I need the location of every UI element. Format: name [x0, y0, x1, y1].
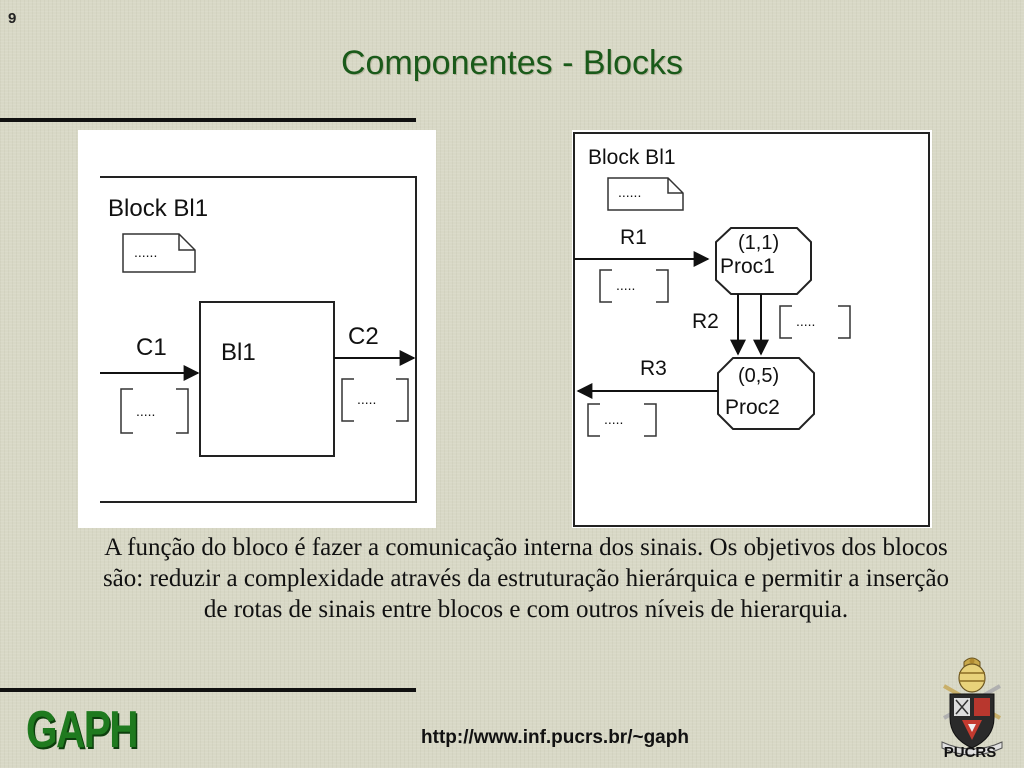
- route-r3-label: R3: [640, 357, 667, 380]
- inner-block-label: Bl1: [221, 339, 256, 366]
- channel-c1-label: C1: [136, 334, 167, 361]
- comment-symbol: [122, 233, 196, 273]
- block-diagram-left: Block Bl1 ...... Bl1 C1 C2 ..... .....: [78, 130, 436, 528]
- signal-list-r2-text: .....: [796, 313, 815, 329]
- signal-list-c1-text: .....: [136, 403, 155, 419]
- body-paragraph: A função do bloco é fazer a comunicação …: [102, 534, 950, 623]
- process-proc1-instances: (1,1): [738, 232, 779, 254]
- inner-block-bl1: [199, 301, 335, 457]
- block-label: Block Bl1: [108, 195, 208, 222]
- signal-list-c2-text: .....: [357, 391, 376, 407]
- signal-list-r2: [779, 305, 851, 339]
- block-diagram-left-svg: Block Bl1 ...... Bl1 C1 C2 ..... .....: [100, 176, 417, 503]
- gaph-logo: GAPH: [26, 701, 139, 759]
- process-proc2-instances: (0,5): [738, 365, 779, 387]
- signal-list-r1-text: .....: [616, 277, 635, 293]
- block-diagram-right: Block Bl1 ...... R1 ..... (1,1) Proc1 R2…: [572, 130, 932, 528]
- slide-number: 9: [8, 10, 17, 27]
- process-proc1-name: Proc1: [720, 255, 775, 278]
- outer-block-frame: [573, 132, 930, 527]
- process-proc2-name: Proc2: [725, 396, 780, 419]
- signal-list-c1: [120, 388, 189, 434]
- slide-title: Componentes - Blocks: [340, 44, 684, 82]
- outer-block-frame: [100, 176, 417, 503]
- route-r2-label: R2: [692, 310, 719, 333]
- channel-c2-label: C2: [348, 323, 379, 350]
- bottom-divider: [0, 688, 416, 692]
- block-label: Block Bl1: [588, 146, 676, 169]
- process-proc1: [715, 227, 812, 295]
- block-diagram-right-svg: Block Bl1 ...... R1 ..... (1,1) Proc1 R2…: [573, 132, 930, 527]
- signal-list-r3-text: .....: [604, 411, 623, 427]
- comment-text: ......: [618, 184, 641, 200]
- pucrs-logo-label: PUCRS: [943, 744, 997, 761]
- top-divider: [0, 118, 416, 122]
- signal-list-c2: [341, 378, 409, 422]
- process-proc2: [717, 357, 815, 430]
- signal-list-r3: [587, 403, 657, 437]
- comment-text: ......: [134, 244, 157, 260]
- comment-symbol: [607, 177, 684, 211]
- route-r1-label: R1: [620, 226, 647, 249]
- footer-url: http://www.inf.pucrs.br/~gaph: [421, 727, 689, 748]
- signal-list-r1: [599, 269, 669, 303]
- pucrs-crest-icon: [941, 657, 1003, 756]
